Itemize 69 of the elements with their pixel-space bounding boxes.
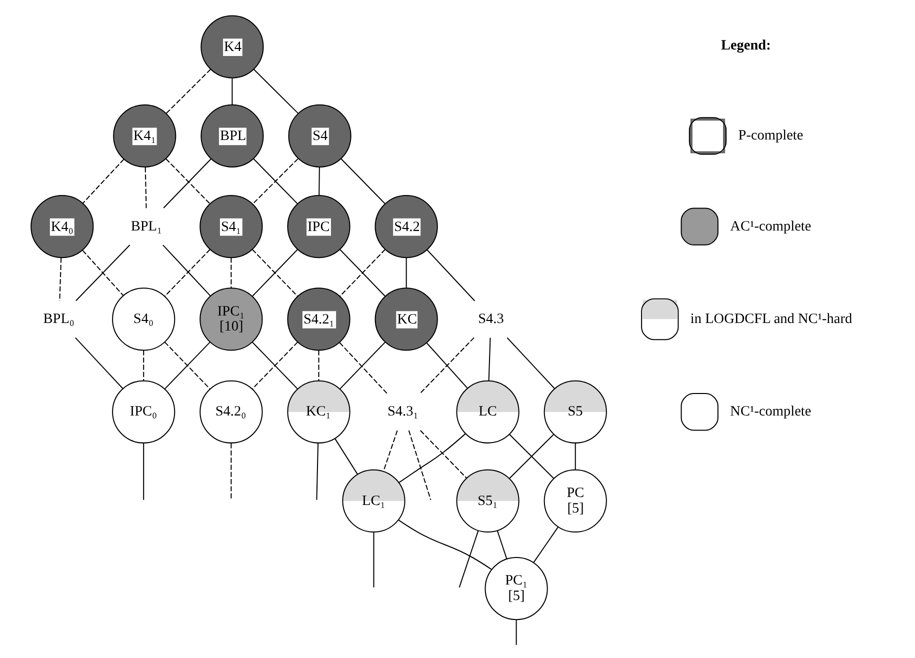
connector [382,430,398,472]
node-circle: IPC [287,194,350,258]
connector [340,158,386,204]
legend-label: NC¹-complete [730,404,812,420]
node-text: S4.3₁ [387,404,418,420]
connector [166,68,211,114]
node-text: S4.3 [478,310,504,327]
node-circle: PC₁ [5] [484,557,548,620]
connector [252,249,298,296]
node-circle: S4₁ [200,194,263,258]
connector [506,337,555,389]
node-circle: KC₁ [287,380,350,444]
connector [59,258,62,301]
node-circle: S4.2 [374,194,438,258]
connector [76,244,130,302]
connector [398,520,492,570]
node-circle: S5 [544,380,607,444]
connector [406,258,407,288]
connector [143,443,144,500]
legend-label: AC¹-complete [730,218,812,234]
connector [574,443,576,470]
connector [82,158,124,204]
legend-label: P-complete [738,128,804,144]
node-circle: S4.2₁ [287,288,350,351]
node-circle: LC₁ [342,469,406,533]
connector [458,530,479,588]
connector [373,532,374,588]
connector [408,430,432,500]
connector [496,530,508,560]
connector [144,167,147,208]
connector [340,249,386,296]
connector [420,430,467,478]
connector [253,68,298,114]
connector [252,342,298,390]
connector [316,443,319,500]
connector [232,78,233,105]
connector [426,342,468,389]
connector [318,350,320,381]
node-circle: BPL [200,104,264,168]
node-circle: K4₁ [113,104,176,168]
connector [230,258,232,288]
connector [516,620,517,645]
connector [426,250,476,302]
node-circle: LC [456,380,520,444]
node-circle: S4₀ [112,288,176,351]
label: Legend: [720,38,771,54]
connector [533,526,558,563]
node-text: BPL₁ [130,218,162,234]
node-circle: S4 [288,104,352,168]
connector [398,433,466,483]
connector [488,338,491,381]
connector [420,337,474,394]
node-circle: IPC₀ [112,380,176,444]
node-circle: K4 [200,15,264,78]
node-circle: KC [374,288,438,351]
node-circle: S5₁ [456,469,520,533]
node-text: BPL₀ [43,310,74,327]
connector [334,438,358,474]
node-circle: PC [5] [544,469,607,533]
connector [143,350,144,381]
node-circle: K4₀ [30,194,94,258]
connector [75,337,124,389]
connector [509,434,554,479]
connector [318,167,320,196]
legend-label: in LOGDCFL and NC¹-hard [690,310,852,327]
connector [230,443,232,500]
node-circle: S4.2₀ [200,380,263,444]
connector [82,250,124,296]
node-circle: IPC₁ [10] [200,288,263,351]
